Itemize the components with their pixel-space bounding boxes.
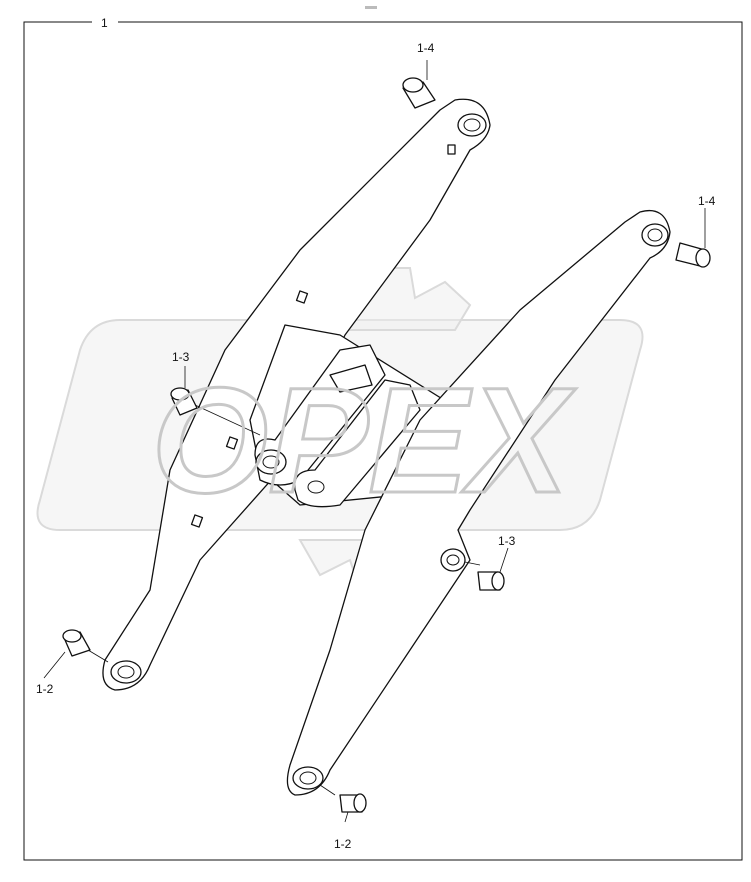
- callout-1-4-top-right: 1-4: [698, 194, 716, 208]
- callout-1-4-top-left: 1-4: [417, 41, 435, 55]
- assembly-label: 1: [101, 16, 108, 30]
- callout-1-2-bottom-left: 1-2: [36, 682, 54, 696]
- bushing-1-2-bottom-left: [62, 629, 91, 657]
- bushing-1-4-top-left: [402, 77, 436, 109]
- right-boom-arm: [286, 209, 671, 796]
- bushing-1-3-mid-right: [477, 571, 505, 591]
- watermark-text: OPEX: [152, 356, 577, 524]
- header-mark: [365, 6, 377, 9]
- callout-1-3-mid-right: 1-3: [498, 534, 516, 548]
- callout-1-3-mid-left: 1-3: [172, 350, 190, 364]
- bushing-1-2-bottom-right: [339, 793, 367, 813]
- callout-1-2-bottom-right: 1-2: [334, 837, 352, 851]
- bushing-1-4-top-right: [675, 242, 711, 268]
- assembly-frame: [23, 21, 743, 861]
- bushing-1-3-mid-left: [170, 387, 198, 416]
